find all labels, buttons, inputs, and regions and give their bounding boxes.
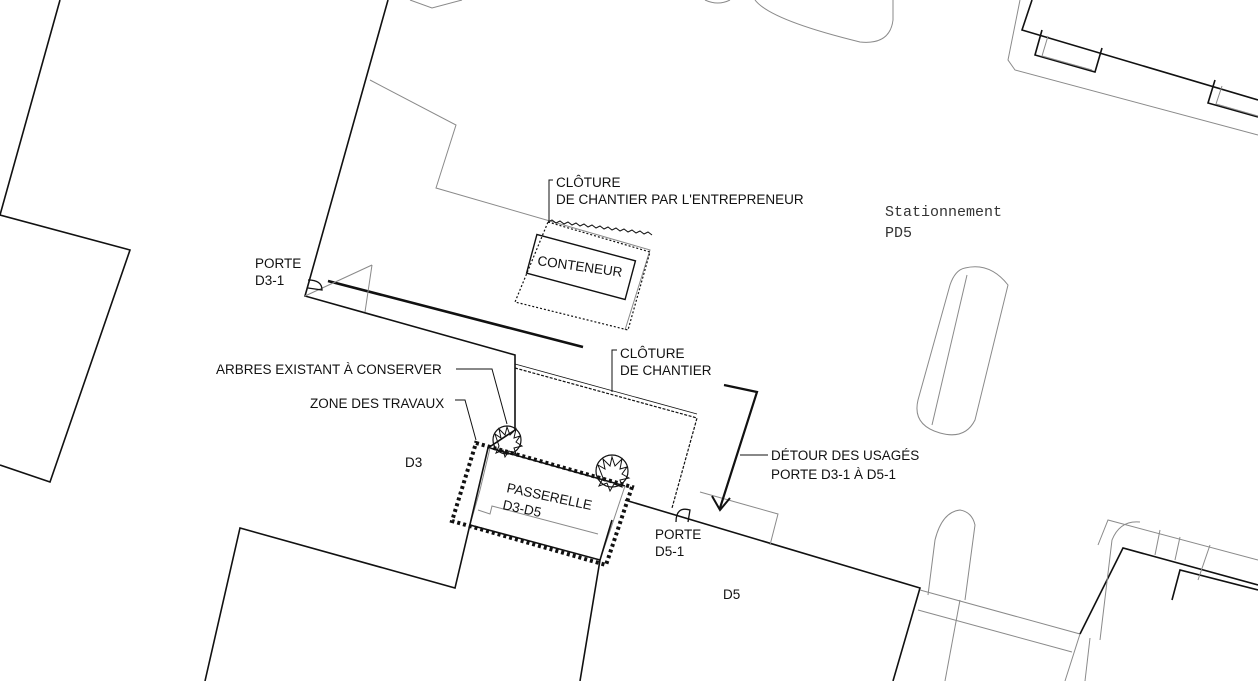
passerelle-structure — [469, 447, 626, 561]
work-zone-boundary — [449, 440, 635, 568]
tree-icon — [492, 425, 631, 493]
cloture-chantier-label: CLÔTURE — [620, 346, 685, 361]
building-d3-label: D3 — [405, 455, 422, 470]
fence-chantier — [514, 363, 698, 509]
porte-d31-label: PORTE — [255, 256, 301, 271]
building-d3-bottom — [204, 429, 516, 681]
fence-entrepreneur — [514, 219, 653, 331]
detour-arrow-icon — [711, 383, 768, 512]
cloture-entrepreneur-label: CLÔTURE — [556, 175, 621, 190]
label-leaders — [455, 179, 617, 441]
building-top-right — [1007, 0, 1258, 136]
stationnement-label: Stationnement — [885, 204, 1002, 221]
conteneur-label: CONTENEUR — [537, 253, 624, 280]
porte-d51-code-label: D5-1 — [655, 544, 684, 559]
site-outline-lines — [304, 0, 894, 331]
detour-label: DÉTOUR DES USAGÉS — [771, 448, 919, 463]
porte-d31-code-label: D3-1 — [255, 273, 284, 288]
cloture-chantier-sub-label: DE CHANTIER — [620, 363, 712, 378]
detour-sub-label: PORTE D3-1 À D5-1 — [771, 467, 896, 482]
arbres-label: ARBRES EXISTANT À CONSERVER — [216, 362, 442, 377]
cloture-entrepreneur-sub-label: DE CHANTIER PAR L'ENTREPRENEUR — [556, 192, 804, 207]
building-d3-outline — [0, 0, 584, 484]
parking-island — [916, 266, 1009, 436]
zone-travaux-label: ZONE DES TRAVAUX — [310, 396, 444, 411]
stationnement-code-label: PD5 — [885, 225, 912, 242]
building-d5-label: D5 — [723, 587, 740, 602]
door-swing-icon — [307, 279, 691, 523]
porte-d51-label: PORTE — [655, 527, 701, 542]
container-box — [525, 233, 637, 301]
building-d5 — [579, 491, 1258, 681]
